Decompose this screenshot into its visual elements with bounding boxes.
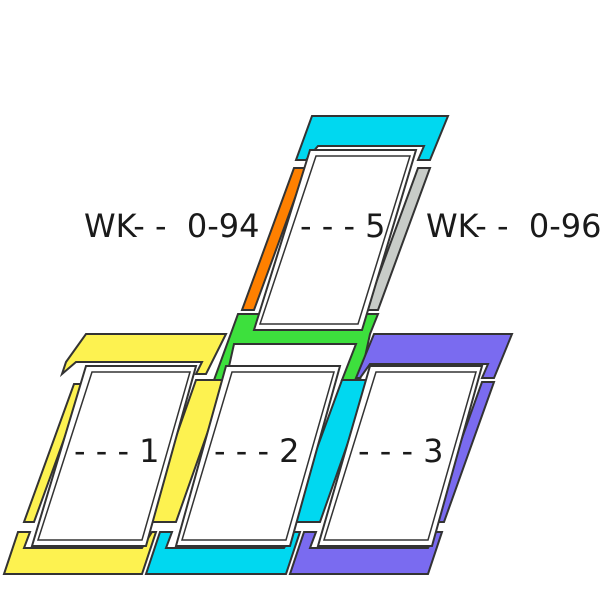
window-3-glass	[316, 365, 484, 547]
window-2-label: - - - 2	[214, 432, 300, 470]
window-5-label: - - - 5	[300, 207, 386, 245]
window-3-label: - - - 3	[358, 432, 444, 470]
window-1-bottom-flashing	[2, 531, 158, 575]
window-2-glass-inner	[180, 371, 335, 541]
left-code-label: WK- - 0-94	[84, 207, 260, 245]
top-cyan-flashing	[294, 115, 450, 161]
window-5-glass-inner	[258, 155, 412, 325]
window-3-glass-inner	[322, 371, 477, 541]
window-1-label: - - - 1	[74, 432, 160, 470]
top-gray-flashing	[364, 167, 432, 311]
top-orange-flashing	[240, 167, 308, 311]
window-1-glass	[30, 365, 198, 547]
right-code-label: WK- - 0-96	[426, 207, 600, 245]
window-2-glass	[174, 365, 342, 547]
window-5-glass	[252, 149, 418, 331]
window-3-top-flashing	[354, 333, 514, 379]
window-1-glass-inner	[36, 371, 191, 541]
window-1-top-flashing	[59, 333, 228, 378]
